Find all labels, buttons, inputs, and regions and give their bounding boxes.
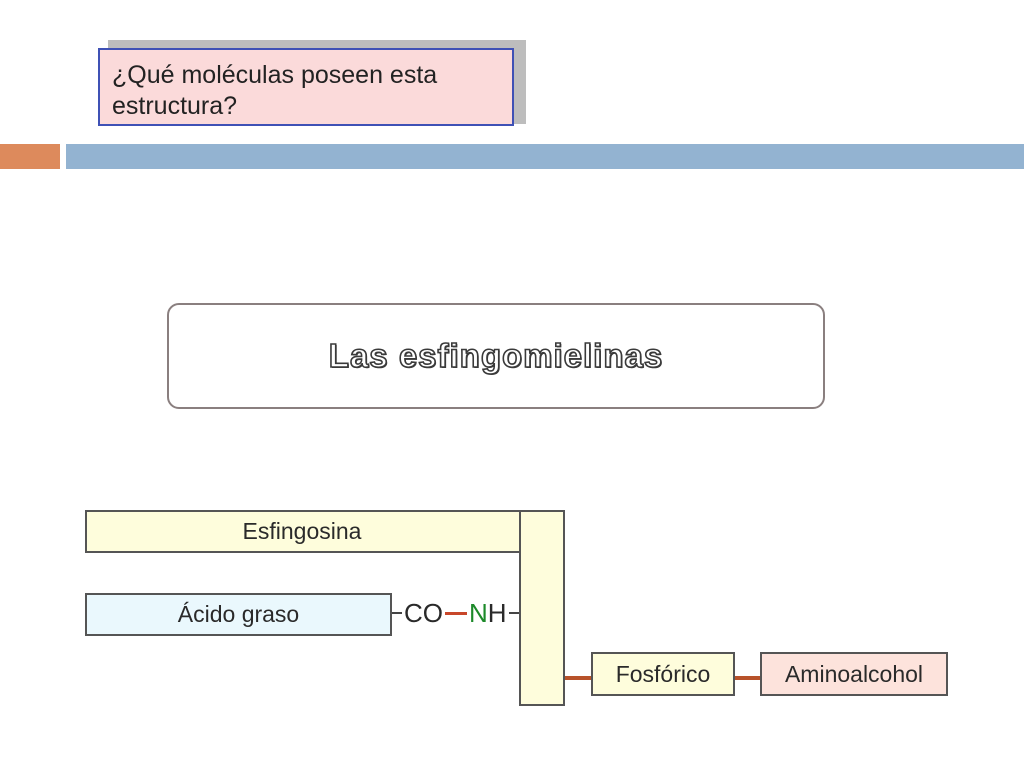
question-text: ¿Qué moléculas poseen esta estructura? [112, 61, 438, 120]
aminoalcohol-label: Aminoalcohol [784, 660, 924, 687]
link-esfingosina-fosforico [565, 676, 591, 680]
h-label: H [487, 597, 507, 628]
question-box: ¿Qué moléculas poseen esta estructura? [98, 48, 514, 126]
amide-bond-dash [445, 611, 467, 615]
header-accent-bar [0, 144, 60, 169]
bond-dash-left [392, 612, 402, 614]
esfingosina-joint [521, 512, 563, 551]
answer-box: Las esfingomielinas [167, 303, 825, 409]
esfingosina-horizontal-block [85, 510, 565, 553]
acido-graso-block: Ácido graso [85, 593, 392, 636]
header-bar [66, 144, 1024, 169]
link-fosforico-aminoalcohol [735, 676, 760, 680]
acido-graso-label: Ácido graso [177, 601, 300, 627]
co-label: CO [404, 597, 443, 628]
aminoalcohol-block: Aminoalcohol [760, 652, 948, 696]
fosforico-label: Fosfórico [615, 660, 711, 687]
bond-dash-right [508, 612, 519, 614]
esfingosina-label-wrap: Esfingosina [85, 510, 519, 553]
fosforico-block: Fosfórico [591, 652, 735, 696]
amide-bond-group: CO N H [392, 596, 519, 630]
esfingosina-label: Esfingosina [242, 518, 362, 544]
answer-text: Las esfingomielinas [328, 336, 664, 375]
n-label: N [469, 597, 488, 628]
